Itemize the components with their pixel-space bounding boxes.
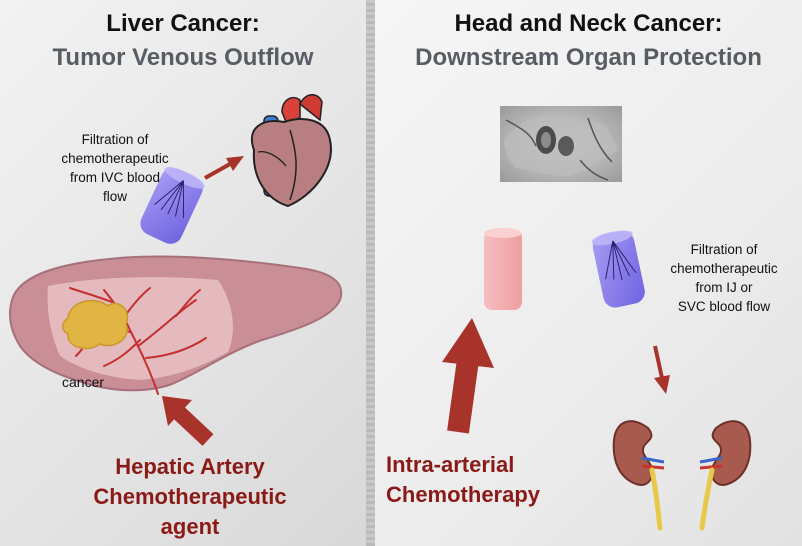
liver-icon [10, 256, 341, 394]
catheter-pink [484, 228, 522, 310]
arrow-to-heart [205, 156, 244, 178]
ultrasound-image [500, 106, 622, 182]
heart-icon [252, 95, 331, 206]
intra-arterial-label: Intra-arterial Chemotherapy [386, 450, 536, 510]
left-filter-note: Filtration of chemotherapeutic from IVC … [40, 130, 190, 206]
arrow-intra-arterial [442, 318, 494, 432]
filter-device-right [590, 228, 647, 310]
kidney-icon [614, 421, 751, 528]
arrow-hepatic-artery [162, 396, 208, 440]
hepatic-artery-label: Hepatic Artery Chemotherapeutic agent [70, 452, 310, 542]
tumor-label: cancer [62, 374, 104, 390]
arrow-to-kidneys [654, 346, 670, 394]
right-filter-note: Filtration of chemotherapeutic from IJ o… [654, 240, 794, 316]
